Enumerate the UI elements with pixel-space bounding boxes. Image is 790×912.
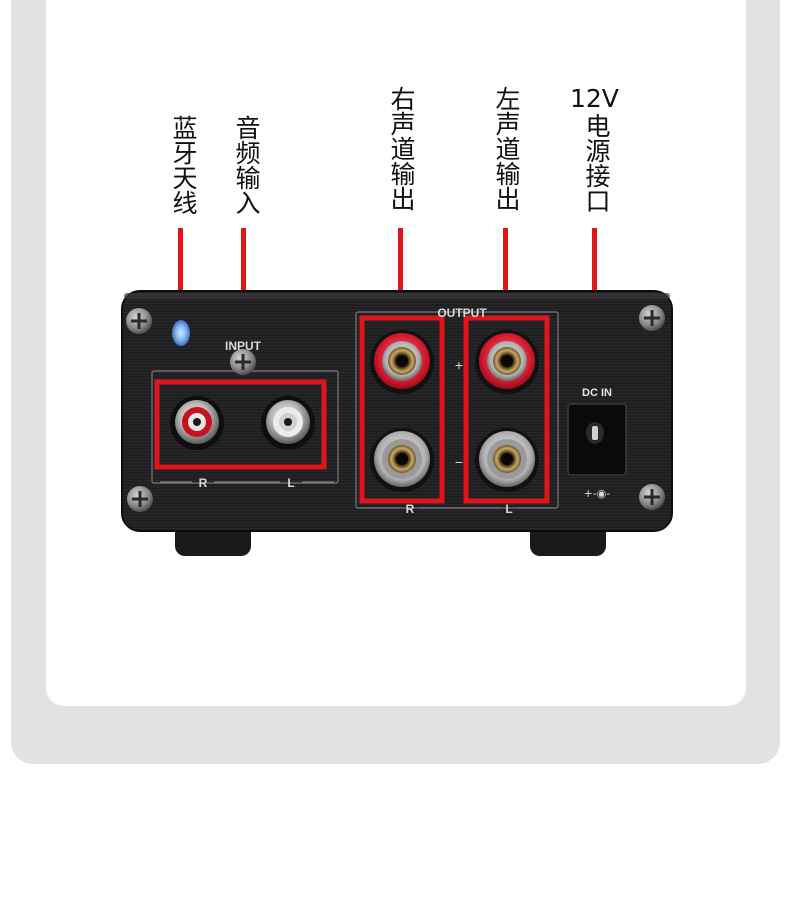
screw-top-right — [639, 305, 665, 331]
highlight-input — [154, 379, 327, 470]
label-power-port: 电源接口 — [582, 113, 611, 213]
screw-top-left — [126, 308, 152, 334]
dc-in-silkscreen: DC IN — [582, 387, 612, 399]
rca-jack-left — [261, 396, 315, 450]
stem-left-output — [503, 228, 508, 318]
rca-jack-right — [170, 396, 224, 450]
screw-bottom-right — [639, 484, 665, 510]
input-silkscreen: INPUT — [225, 339, 262, 353]
out-l-silkscreen: L — [505, 502, 512, 516]
binding-post-right-plus — [370, 330, 434, 394]
bluetooth-antenna-nub — [172, 320, 190, 346]
rca-r-silkscreen: R — [199, 476, 208, 490]
minus-silkscreen: − — [455, 454, 463, 470]
highlight-left-output — [463, 315, 550, 504]
stem-right-output — [398, 228, 403, 318]
binding-post-right-minus — [370, 428, 434, 492]
binding-post-left-plus — [475, 330, 539, 394]
rca-l-silkscreen: L — [287, 476, 294, 490]
screw-bottom-left — [127, 486, 153, 512]
polarity-silkscreen: +-◉- — [584, 487, 611, 500]
out-r-silkscreen: R — [406, 502, 415, 516]
stem-bluetooth — [178, 228, 183, 332]
binding-post-left-minus — [475, 428, 539, 492]
label-right-channel-output: 右声道输出 — [387, 86, 416, 211]
plus-silkscreen: + — [455, 357, 463, 373]
highlight-right-output — [359, 315, 445, 504]
label-left-channel-output: 左声道输出 — [492, 86, 521, 211]
label-bluetooth-antenna: 蓝牙天线 — [169, 115, 198, 215]
label-audio-input: 音频输入 — [232, 115, 261, 215]
output-silkscreen: OUTPUT — [437, 306, 487, 320]
dc-jack — [567, 403, 627, 476]
label-12v: 12V — [570, 84, 619, 113]
